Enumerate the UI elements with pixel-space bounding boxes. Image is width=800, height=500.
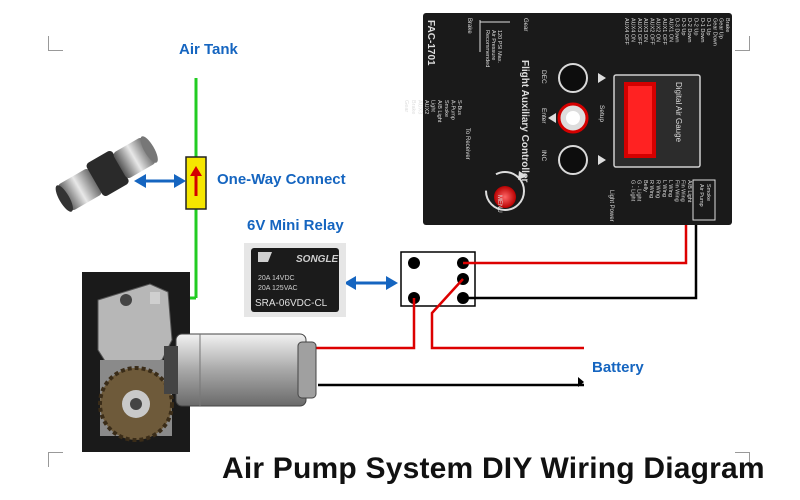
wire-black-relay-to-controller <box>463 225 698 300</box>
relay-image: SONGLE 20A 14VDC 20A 125VAC SRA-06VDC-CL <box>244 243 346 317</box>
receiver-input-label: Gear <box>403 100 409 112</box>
battery-arrow <box>578 377 584 387</box>
output-label: AUX2 ON <box>655 18 661 42</box>
pressure-note-1: Recommended <box>484 30 490 67</box>
inc-label: INC <box>540 150 547 162</box>
receiver-input-label: Brake <box>410 100 416 114</box>
one-way-valve <box>185 156 207 210</box>
crop-mark-bottom-left <box>48 452 63 467</box>
output-label: D-3 Down <box>674 18 680 42</box>
enter-label: Enter <box>540 108 547 124</box>
crop-mark-top-left <box>48 36 63 51</box>
relay-arrow <box>344 276 398 290</box>
relay-brand: SONGLE <box>296 254 339 265</box>
output-label: D-2 Down <box>686 18 692 42</box>
diagram-title: Air Pump System DIY Wiring Diagram <box>222 452 765 485</box>
output-label: Fin Wing <box>673 180 679 202</box>
setup-label: Setup <box>598 105 605 122</box>
output-label: G - Light <box>636 180 642 202</box>
inc-button[interactable] <box>558 145 588 175</box>
receiver-title: To Receiver <box>464 128 470 160</box>
receiver-input-label: Light <box>430 100 436 112</box>
crop-mark-bottom-right <box>735 452 750 467</box>
relay-rating-2: 20A 125VAC <box>258 285 298 292</box>
relay-rating-1: 20A 14VDC <box>258 275 295 282</box>
light-power-label: Light Power <box>608 190 614 222</box>
output-label: AUX2 OFF <box>648 18 654 46</box>
dec-button[interactable] <box>558 63 588 93</box>
output-label: Fin Wing <box>680 180 686 202</box>
output-label: AUX1 OFF <box>661 18 667 46</box>
controller-panel: Digital Air Gauge FAC-1701 Flight Auxili… <box>403 13 732 225</box>
output-label: A/B Light <box>686 180 692 203</box>
menu-button[interactable] <box>494 186 516 208</box>
mini-relay-label: 6V Mini Relay <box>247 217 344 234</box>
receiver-input-label: A/B Light <box>436 100 442 123</box>
output-label: D-2 Up <box>693 18 699 35</box>
menu-label: MENU <box>496 195 502 213</box>
enter-arrow-icon <box>548 113 556 123</box>
output-label: L Wing <box>661 180 667 197</box>
wire-red-relay-to-controller <box>463 225 688 265</box>
air-pump-label: Air Pump <box>698 184 704 207</box>
push-fitting-image <box>55 136 158 212</box>
receiver-input-label: AUX2 <box>423 100 429 114</box>
fitting-arrow <box>134 174 186 188</box>
one-way-connect-label: One-Way Connect <box>217 171 346 188</box>
output-label: D-3 Up <box>680 18 686 35</box>
battery-label: Battery <box>592 359 644 376</box>
gear-top-label: Gear <box>522 18 528 31</box>
menu-arrow-icon <box>518 171 527 180</box>
receiver-input-label: S-Bus <box>456 100 462 115</box>
dec-label: DEC <box>540 70 547 84</box>
relay-model: SRA-06VDC-CL <box>255 298 328 309</box>
crop-mark-top-right <box>735 36 750 51</box>
output-label: D-1 Down <box>699 18 705 42</box>
pressure-note-2: Air Pressure <box>490 30 496 60</box>
smoke-pump-box <box>692 179 716 221</box>
receiver-input-label: AUX3 <box>416 100 422 114</box>
air-pump-image <box>82 272 317 452</box>
output-label: R Wing <box>655 180 661 198</box>
pressure-note-3: 120 PSI Max. <box>496 30 502 63</box>
output-label: AUX3 OFF <box>636 18 642 46</box>
output-label: Brake <box>724 18 730 32</box>
wire-red-battery-to-relay <box>430 278 584 350</box>
output-label: AUX4 OFF <box>623 18 629 46</box>
output-label: Gear Down <box>711 18 717 46</box>
wire-red-motor-to-relay <box>312 298 416 350</box>
output-label: AUX4 ON <box>630 18 636 42</box>
output-label: R Wing <box>648 180 654 198</box>
output-label: AUX1 ON <box>667 18 673 42</box>
dec-arrow-icon <box>598 73 606 83</box>
menu-ring <box>485 171 525 211</box>
controller-name: Flight Auxiliary Controller <box>519 60 530 183</box>
output-label: L Wing <box>667 180 673 197</box>
output-label: AUX3 ON <box>642 18 648 42</box>
inc-arrow-icon <box>598 155 606 165</box>
brake-top-label: Brake <box>466 18 472 34</box>
receiver-input-label: A-Pump <box>449 100 455 120</box>
receiver-input-label: Smoke <box>443 100 449 117</box>
output-label: Belly <box>642 180 648 192</box>
gauge-label: Digital Air Gauge <box>674 82 683 143</box>
output-label: Gear Up <box>718 18 724 39</box>
controller-model: FAC-1701 <box>425 20 436 66</box>
air-tank-label: Air Tank <box>179 41 238 58</box>
output-label: G - Light <box>629 180 635 202</box>
output-label: D-1 Up <box>705 18 711 35</box>
smoke-label: Smoke <box>705 184 711 201</box>
